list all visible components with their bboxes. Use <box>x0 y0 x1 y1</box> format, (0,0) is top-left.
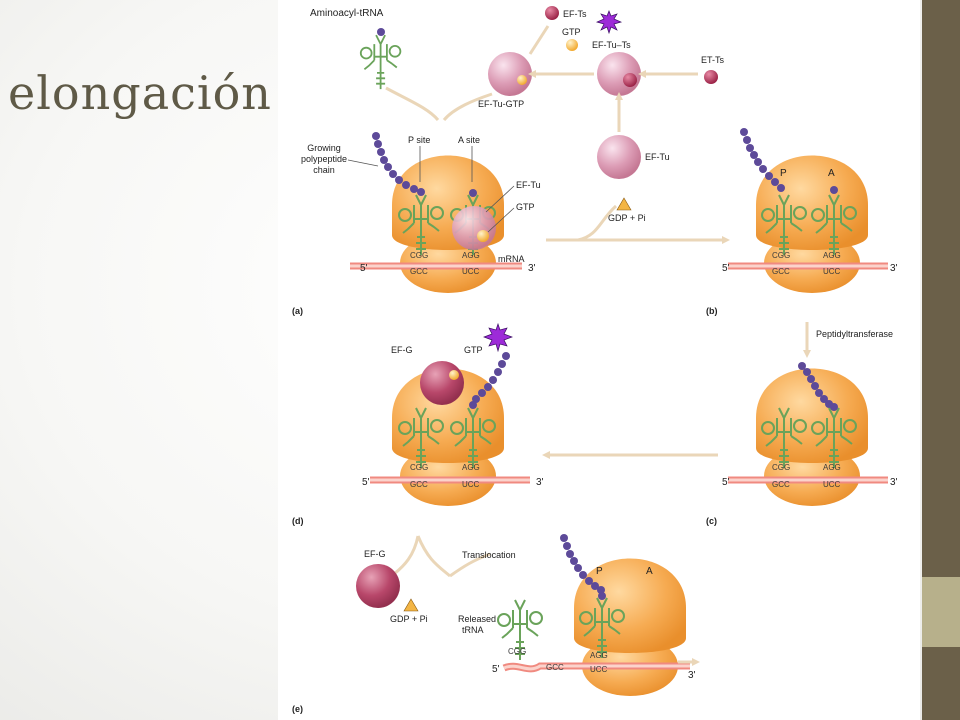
panel-b: P A CGG GCC AGG UCC 5' 3' (b) Peptidyltr… <box>706 128 898 358</box>
five-prime-b: 5' <box>722 263 730 274</box>
growing-label-3: chain <box>313 165 335 175</box>
released-label-2: tRNA <box>462 625 484 635</box>
five-prime-e: 5' <box>492 664 500 675</box>
panel-label-a: (a) <box>292 306 303 316</box>
side-accent-block <box>922 577 960 647</box>
panel-label-e: (e) <box>292 704 303 714</box>
aminoacyl-trna-label: Aminoacyl-tRNA <box>310 8 384 19</box>
released-label-1: Released <box>458 614 496 624</box>
panel-label-b: (b) <box>706 306 718 316</box>
gtp-label: GTP <box>516 202 535 212</box>
anticodon-p-d: GCC <box>410 480 428 489</box>
codon-p-d: CGG <box>410 463 428 472</box>
anticodon-a: UCC <box>462 267 480 276</box>
ef-g-released <box>356 564 400 608</box>
growing-label-2: polypeptide <box>301 154 347 164</box>
p-label-b: P <box>780 168 787 179</box>
five-prime-d: 5' <box>362 477 370 488</box>
three-prime-d: 3' <box>536 477 544 488</box>
elongation-figure: CGG GCC AGG UCC 5' 3' mRNA P site A site… <box>278 0 920 720</box>
panel-a: CGG GCC AGG UCC 5' 3' mRNA P site A site… <box>292 132 541 316</box>
ef-tu-ts-circle <box>597 52 641 96</box>
et-ts-label: ET-Ts <box>701 55 725 65</box>
five-prime-c: 5' <box>722 477 730 488</box>
gtp-cycle-dot <box>566 39 578 51</box>
panel-label-c: (c) <box>706 516 717 526</box>
codon-p: CGG <box>410 251 428 260</box>
ef-tu-label: EF-Tu <box>516 180 541 190</box>
growing-label-1: Growing <box>307 143 341 153</box>
a-site-label: A site <box>458 135 480 145</box>
mrna-label: mRNA <box>498 254 525 264</box>
gdp-triangle <box>616 197 632 211</box>
codon-a-d: AGG <box>462 463 480 472</box>
codon-a-b: AGG <box>823 251 841 260</box>
three-prime-b: 3' <box>890 263 898 274</box>
ef-tu-ts-label: EF-Tu–Ts <box>592 40 631 50</box>
codon-a-c: AGG <box>823 463 841 472</box>
panel-label-d: (d) <box>292 516 304 526</box>
energy-burst-top <box>595 10 623 35</box>
anticodon-p-b: GCC <box>772 267 790 276</box>
anticodon-p-e: AGG <box>590 651 608 660</box>
ef-g-bound <box>420 361 464 405</box>
three-prime-e: 3' <box>688 670 696 681</box>
anticodon-a-d: UCC <box>462 480 480 489</box>
gdp-pi-label: GDP + Pi <box>608 213 646 223</box>
ef-g-label-d: EF-G <box>391 345 413 355</box>
anticodon-p-c: GCC <box>772 480 790 489</box>
codon-p-c: CGG <box>772 463 790 472</box>
gtp-label-d: GTP <box>464 345 483 355</box>
gdp-triangle-e <box>403 598 419 612</box>
translocation-label: Translocation <box>462 550 516 560</box>
panel-e: Translocation EF-G GDP + Pi Released tRN… <box>292 534 700 714</box>
anticodon-p: GCC <box>410 267 428 276</box>
slide-title: elongación <box>8 66 272 120</box>
three-prime: 3' <box>528 263 536 274</box>
panel-c: CGG GCC AGG UCC 5' 3' (c) <box>542 362 898 526</box>
a-label-b: A <box>828 168 835 179</box>
five-prime: 5' <box>360 263 368 274</box>
et-ts-circle <box>704 70 718 84</box>
ef-tu-gtp-in-a-site <box>452 206 496 250</box>
elongation-diagram: CGG GCC AGG UCC 5' 3' mRNA P site A site… <box>292 6 898 714</box>
ef-tu-cycle-label: EF-Tu <box>645 152 670 162</box>
ef-ts-small <box>545 6 559 20</box>
ef-tu-circle <box>597 135 641 179</box>
p-label-e: P <box>596 566 603 577</box>
released-anticodon: CGG <box>508 647 526 656</box>
codon-a: AGG <box>462 251 480 260</box>
ef-tu-gtp-label: EF-Tu-GTP <box>478 99 524 109</box>
energy-burst-d <box>483 322 513 353</box>
gtp-cycle-label: GTP <box>562 27 581 37</box>
panel-d: EF-G GTP CGG GCC AGG UCC 5' 3' (d) <box>292 322 544 526</box>
anticodon-a-c: UCC <box>823 480 841 489</box>
codon-p-b: CGG <box>772 251 790 260</box>
peptide-chain <box>372 132 425 196</box>
anticodon-a-b: UCC <box>823 267 841 276</box>
gtp-dot <box>477 230 489 242</box>
gdp-pi-label-e: GDP + Pi <box>390 614 428 624</box>
ef-tu-cycle: Aminoacyl-tRNA EF-Tu-GTP EF-Ts GTP EF-Tu… <box>310 6 730 244</box>
ef-ts-label: EF-Ts <box>563 9 587 19</box>
codon-p-e: UCC <box>590 665 608 674</box>
ef-tu-gtp-circle <box>488 52 532 96</box>
p-site-label: P site <box>408 135 430 145</box>
codon-left-e: GCC <box>546 663 564 672</box>
a-label-e: A <box>646 566 653 577</box>
three-prime-c: 3' <box>890 477 898 488</box>
peptidyltransferase-label: Peptidyltransferase <box>816 329 893 339</box>
ef-g-label-e: EF-G <box>364 549 386 559</box>
